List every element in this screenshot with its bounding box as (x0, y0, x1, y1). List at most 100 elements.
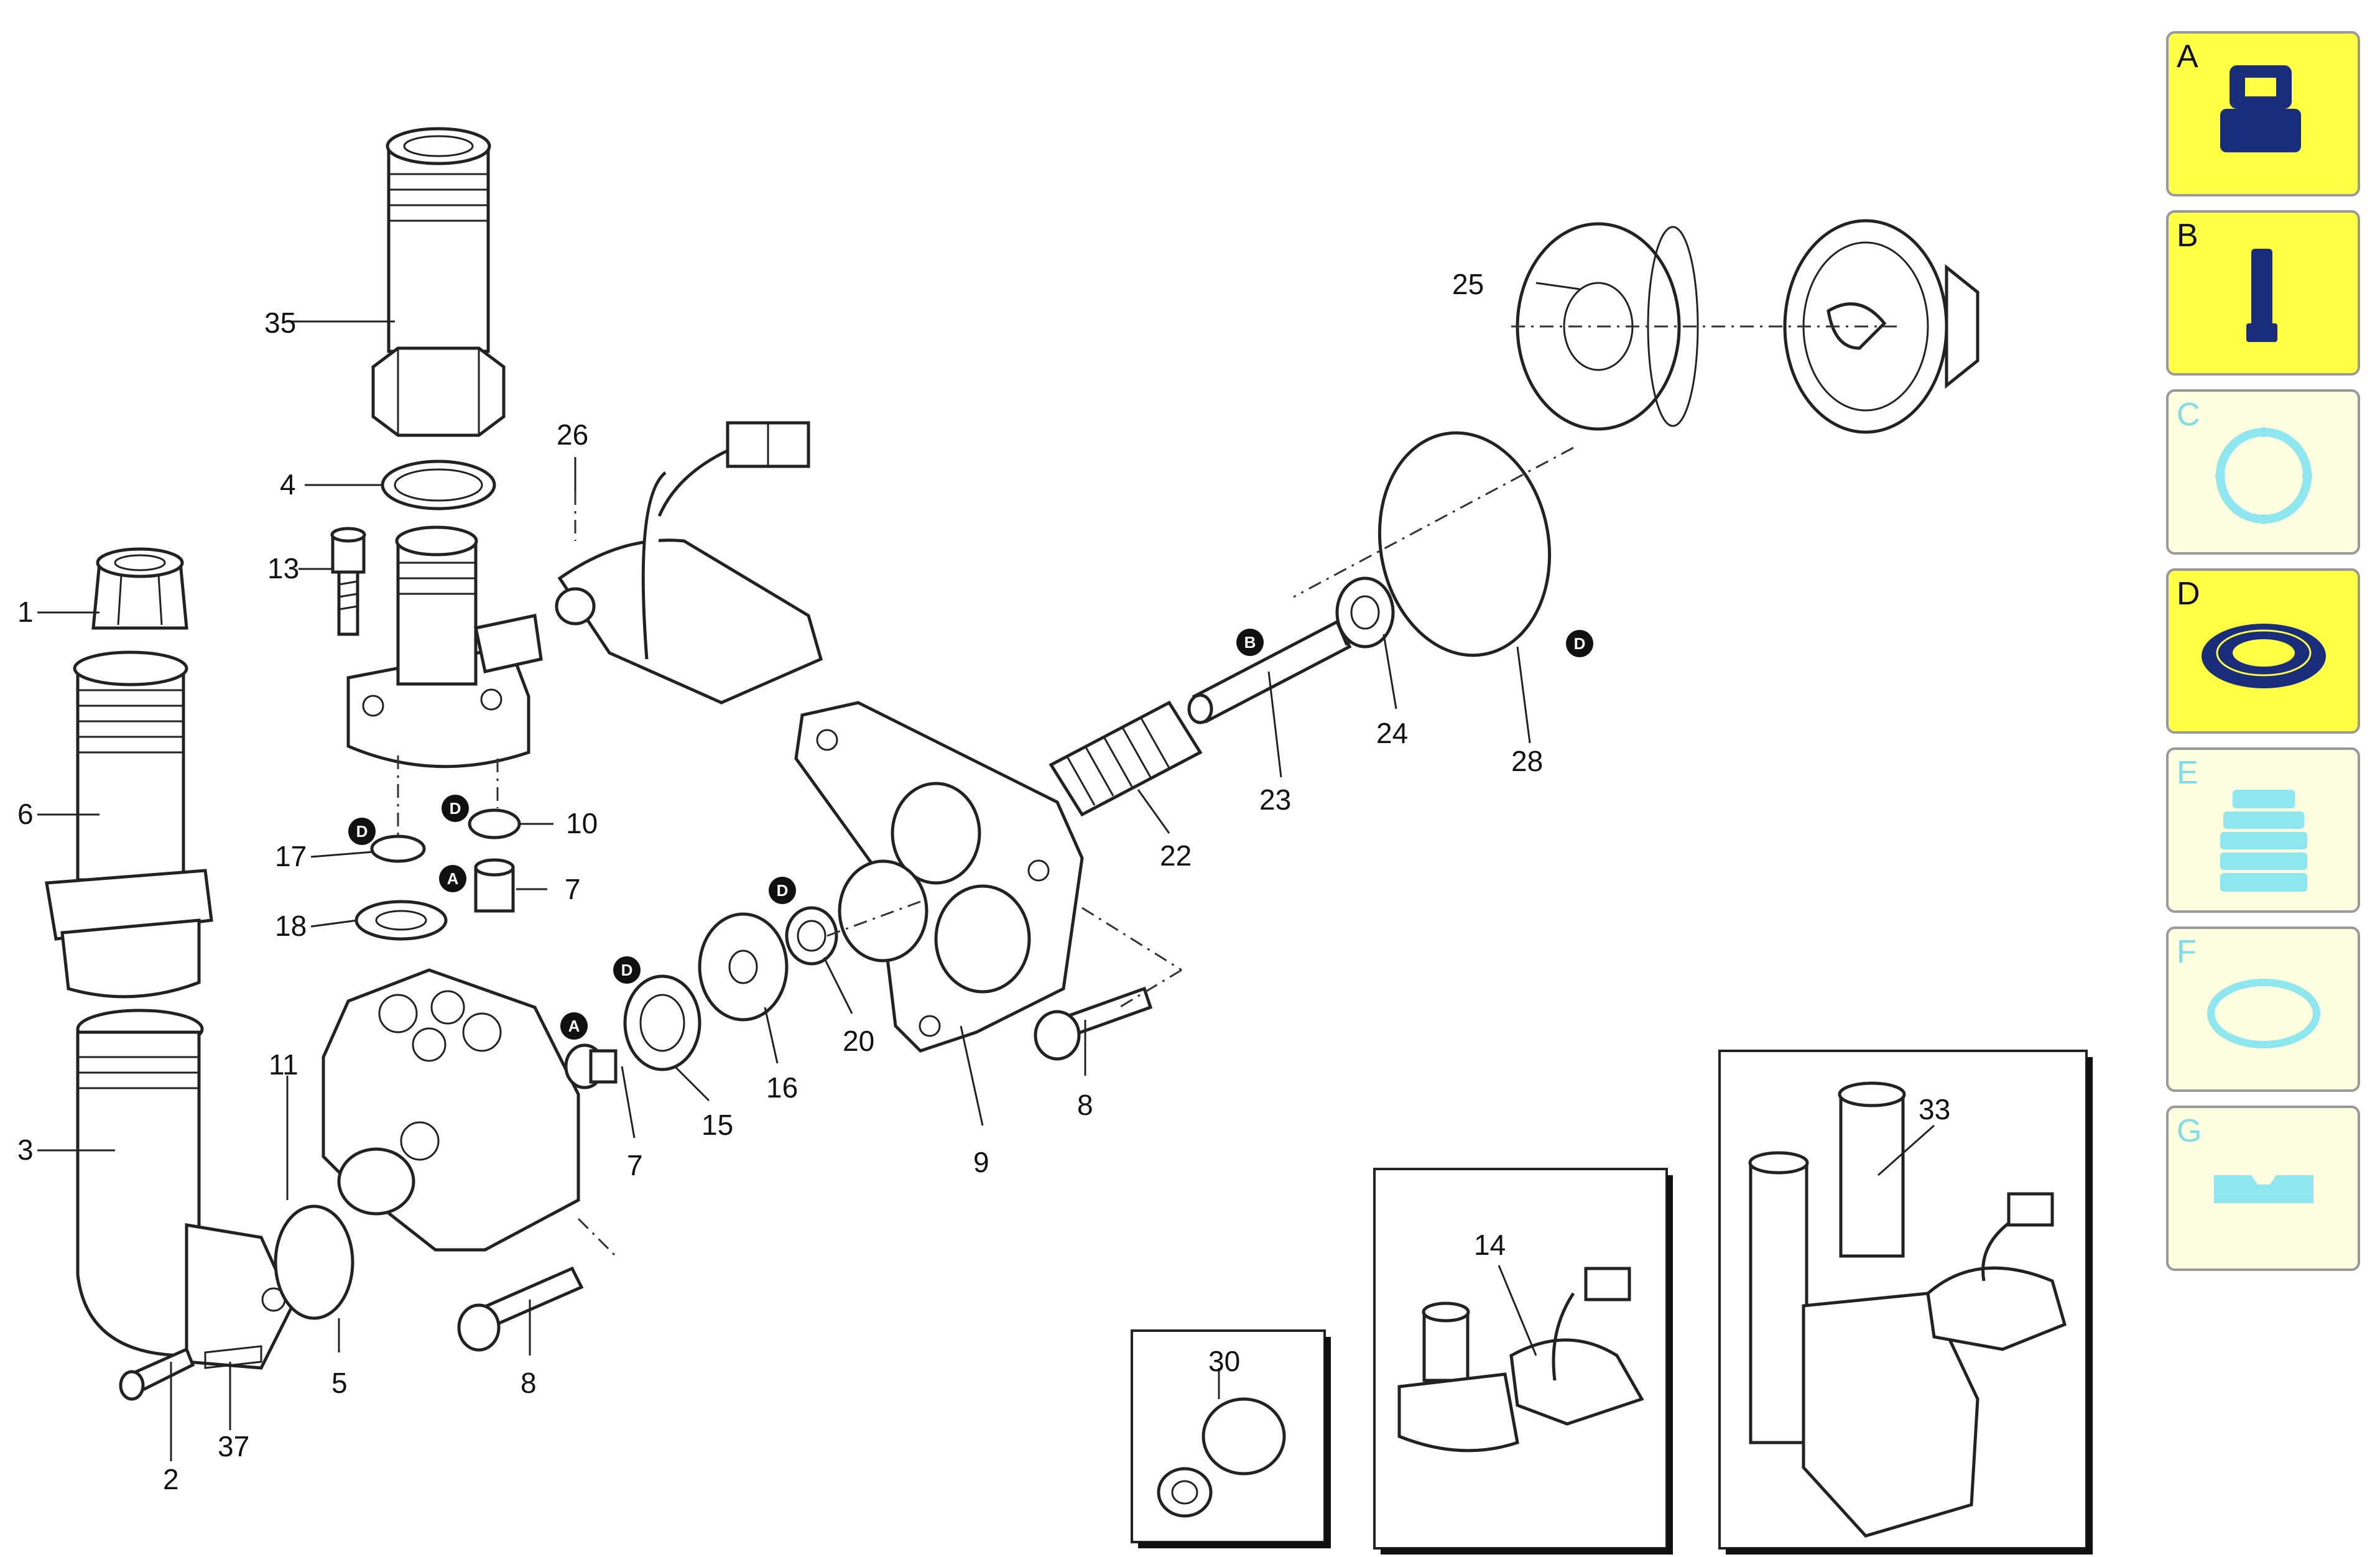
badge-d-28: D (1566, 630, 1593, 657)
kit-tile-e[interactable]: E (2166, 747, 2360, 913)
svg-text:D: D (450, 799, 461, 818)
callout-11: 11 (269, 1048, 299, 1081)
callout-3: 3 (17, 1134, 34, 1166)
seal-kit-icon (2202, 624, 2326, 688)
callout-13: 13 (267, 552, 299, 584)
callout-20: 20 (843, 1025, 874, 1057)
part-4-o-ring-inner (394, 468, 483, 502)
part-26-pressure-switch[interactable] (555, 421, 823, 705)
callout-2: 2 (163, 1463, 179, 1495)
callout-1: 1 (17, 596, 34, 628)
callout-37: 37 (218, 1430, 249, 1462)
callout-15: 15 (701, 1109, 733, 1141)
part-7-valve-lower[interactable] (564, 1043, 618, 1089)
inset-30[interactable] (1131, 1329, 1331, 1548)
valve-kit-icon (2220, 65, 2301, 152)
pump-head-block[interactable] (322, 968, 580, 1252)
callout-4: 4 (280, 468, 296, 501)
callout-22: 22 (1160, 839, 1192, 872)
kit-panel: A B C (2166, 31, 2360, 1271)
svg-text:D: D (356, 822, 368, 841)
piston-kit-icon (2246, 249, 2277, 342)
callout-25: 25 (1452, 268, 1484, 300)
callout-labels: 1 2 3 4 5 6 7 7 8 8 9 10 11 13 14 15 16 … (17, 268, 1950, 1495)
callout-8-right: 8 (1077, 1089, 1093, 1121)
part-9-cylinder-plate[interactable] (794, 701, 1084, 1053)
callout-18: 18 (275, 910, 307, 942)
callout-26: 26 (557, 418, 588, 451)
callout-28: 28 (1511, 745, 1543, 777)
inset-33[interactable] (1718, 1050, 2093, 1555)
svg-text:B: B (2177, 218, 2198, 254)
svg-text:E: E (2177, 755, 2198, 791)
badge-a-7-lower: A (560, 1012, 588, 1040)
part-37-flange[interactable] (204, 1345, 262, 1369)
kit-tile-c[interactable]: C (2166, 389, 2360, 555)
callout-6: 6 (17, 798, 34, 830)
gasket-kit-icon (2215, 427, 2312, 524)
part-2-screw[interactable] (119, 1347, 195, 1401)
svg-text:A: A (568, 1017, 580, 1035)
badge-d-17: D (348, 818, 376, 845)
svg-text:D: D (2177, 576, 2200, 612)
oring-kit-icon (2207, 979, 2320, 1048)
svg-text:G: G (2177, 1113, 2202, 1149)
part-18-seal[interactable] (354, 900, 448, 941)
callout-30: 30 (1208, 1345, 1240, 1377)
part-24-washer[interactable] (1335, 576, 1395, 649)
kit-tile-b[interactable]: B (2166, 210, 2360, 376)
badge-b-23: B (1236, 629, 1264, 656)
callout-24: 24 (1376, 717, 1408, 749)
kit-tile-d[interactable]: D (2166, 568, 2360, 734)
part-10-ring[interactable] (468, 808, 521, 839)
part-20-seal[interactable] (785, 906, 838, 966)
kit-tile-g[interactable]: G (2166, 1106, 2360, 1271)
part-1-cap-nut[interactable] (91, 547, 188, 630)
callout-9: 9 (973, 1146, 989, 1178)
part-6-threaded-pipe[interactable] (45, 650, 213, 999)
part-16-washer[interactable] (698, 912, 789, 1022)
callout-14: 14 (1474, 1229, 1506, 1261)
part-7-valve-upper[interactable] (474, 858, 515, 913)
svg-text:A: A (2177, 39, 2198, 75)
inset-14[interactable] (1373, 1168, 1673, 1555)
svg-text:A: A (447, 869, 459, 888)
badge-d-15: D (613, 956, 641, 984)
bellows-kit-icon (2220, 790, 2307, 892)
part-15-bearing[interactable] (623, 974, 701, 1071)
part-28-large-o-ring[interactable] (1363, 419, 1567, 668)
badge-d-20: D (769, 877, 796, 904)
svg-text:D: D (1574, 634, 1586, 653)
leader-lines (37, 282, 1935, 1461)
callout-8-lower: 8 (521, 1367, 537, 1399)
part-13-screw[interactable] (330, 527, 366, 636)
part-8-screw-lower[interactable] (457, 1266, 584, 1352)
svg-text:B: B (1244, 633, 1256, 652)
part-3-elbow-pipe[interactable] (76, 1009, 294, 1370)
block-kit-icon (2214, 1175, 2313, 1203)
kit-tile-a[interactable]: A (2166, 31, 2360, 196)
svg-text:D: D (777, 881, 789, 900)
upper-valve-housing[interactable] (346, 525, 543, 769)
svg-text:D: D (621, 961, 633, 979)
callout-7-upper: 7 (565, 873, 581, 905)
callout-33: 33 (1919, 1093, 1950, 1125)
callout-10: 10 (566, 807, 598, 839)
svg-text:C: C (2177, 397, 2200, 433)
callout-5: 5 (331, 1367, 348, 1399)
badge-a-7-upper: A (439, 865, 466, 892)
part-11-o-ring[interactable] (274, 1204, 354, 1320)
badge-d-10: D (442, 795, 469, 822)
callout-7-lower: 7 (627, 1149, 643, 1181)
part-35-long-pipe[interactable] (371, 127, 506, 437)
kit-tile-f[interactable]: F (2166, 926, 2360, 1092)
part-8-screw-right[interactable] (1034, 986, 1153, 1061)
callout-35: 35 (264, 307, 296, 339)
part-22-spring[interactable] (1049, 700, 1203, 817)
callout-17: 17 (275, 840, 307, 872)
assembly-axis-lines (397, 325, 1897, 1257)
svg-text:F: F (2177, 934, 2197, 970)
part-4-o-ring[interactable] (381, 460, 496, 511)
part-17-ring[interactable] (370, 834, 426, 863)
